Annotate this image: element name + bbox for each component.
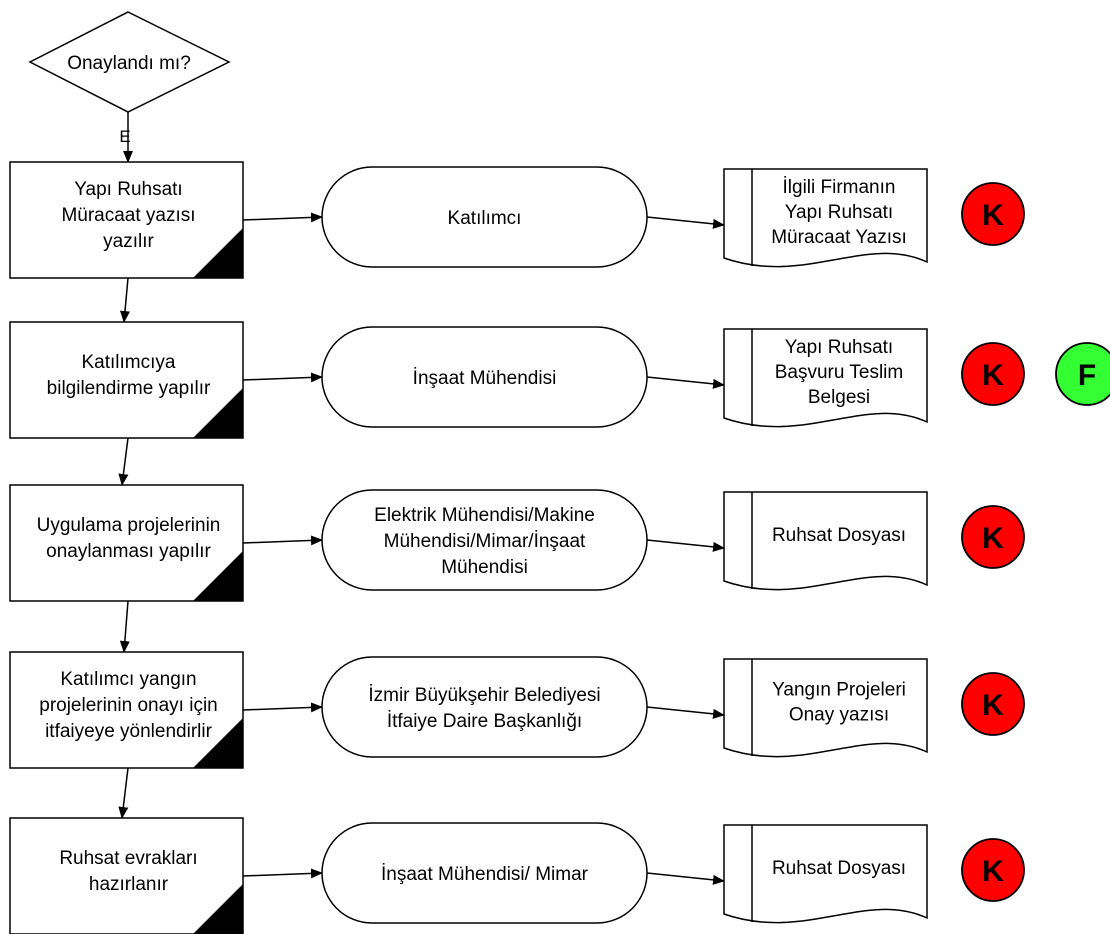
process-label: yazılır [103,231,154,252]
flow-row: Katılımcı yangın projelerinin onayı için i… [9,651,1025,819]
flow-row: Katılımcıya bilgilendirme yapılır İnşaat M… [9,321,1110,486]
process-box [9,161,244,279]
process-label: bilgilendirme yapılır [47,378,211,399]
marker-circle [961,182,1025,246]
process-to-actor-edge [242,702,323,713]
document-label: Yapı Ruhsatı [785,202,893,223]
process-label: Müracaat yazısı [61,205,195,226]
document-label: Yangın Projeleri [772,680,906,701]
document-label: Ruhsat Dosyası [772,858,906,879]
marker-circle [961,342,1025,406]
marker-label: K [982,689,1004,722]
marker-label: K [982,522,1004,555]
actor-to-document-edge [646,872,725,885]
process-to-actor-edge [242,868,323,879]
process-box [9,651,244,769]
actor-to-document-edge [646,706,725,719]
actor-label: İnşaat Mühendisi/ Mimar [381,864,589,885]
marker-label: F [1078,359,1096,392]
actor-label: Katılımcı [448,208,522,229]
marker-circle [961,672,1025,736]
process-to-process-edge [119,600,130,653]
process-to-actor-edge [242,372,323,383]
document-node [723,824,928,924]
process-label: onaylanması yapılır [46,541,211,562]
document-label: Onay yazısı [789,705,889,726]
document-label: Yapı Ruhsatı [785,337,893,358]
process-to-actor-edge [242,535,323,546]
process-corner-mark [193,551,243,601]
actor-to-document-edge [646,216,725,229]
marker-circle [1055,342,1110,406]
process-label: hazırlanır [89,874,169,895]
process-label: Uygulama projelerinin [37,515,221,536]
actor-label: İnşaat Mühendisi [413,368,557,389]
actor-label: Elektrik Mühendisi/Makine [374,505,595,526]
process-corner-mark [193,388,243,438]
process-label: Yapı Ruhsatı [74,179,182,200]
flow-row: Ruhsat evrakları hazırlanır İnşaat Mühendi… [9,817,1025,934]
document-node [723,168,928,268]
marker-label: K [982,855,1004,888]
document-node [723,491,928,591]
marker-circle [961,505,1025,569]
actor-label: İtfaiye Daire Başkanlığı [387,711,582,732]
actor-label: İzmir Büyükşehir Belediyesi [368,685,600,706]
process-to-process-edge [118,767,129,819]
actor-to-document-edge [646,376,725,389]
document-label: Başvuru Teslim [775,362,903,383]
document-label: Ruhsat Dosyası [772,525,906,546]
marker-label: K [982,199,1004,232]
document-node [723,328,928,428]
process-to-process-edge [118,437,129,486]
document-label: İlgili Firmanın [783,177,896,198]
process-to-actor-edge [242,212,323,223]
process-to-process-edge [120,277,130,323]
actor-to-document-edge [646,539,725,552]
process-label: itfaiyeye yönlendirlir [45,721,213,742]
marker-circle [961,838,1025,902]
process-label: Katılımcı yangın [60,669,196,690]
document-label: Belgesi [808,387,870,408]
document-label: Müracaat Yazısı [771,227,907,248]
process-box [9,817,244,934]
process-corner-mark [193,884,243,934]
actor-label: Mühendisi/Mimar/İnşaat [384,531,586,552]
flow-row: Uygulama projelerinin onaylanması yapılır… [9,484,1025,653]
marker-label: K [982,359,1004,392]
process-label: projelerinin onayı için [39,695,218,716]
process-corner-mark [193,228,243,278]
process-label: Ruhsat evrakları [59,848,197,869]
process-box [9,484,244,602]
actor-node [321,656,648,758]
decision-node: Onaylandı mı? [28,11,231,113]
decision-label: Onaylandı mı? [67,53,191,74]
process-label: Katılımcıya [82,352,176,373]
process-corner-mark [193,718,243,768]
decision-yes-label: E [119,127,130,146]
document-node [723,658,928,758]
actor-label: Mühendisi [441,557,528,578]
